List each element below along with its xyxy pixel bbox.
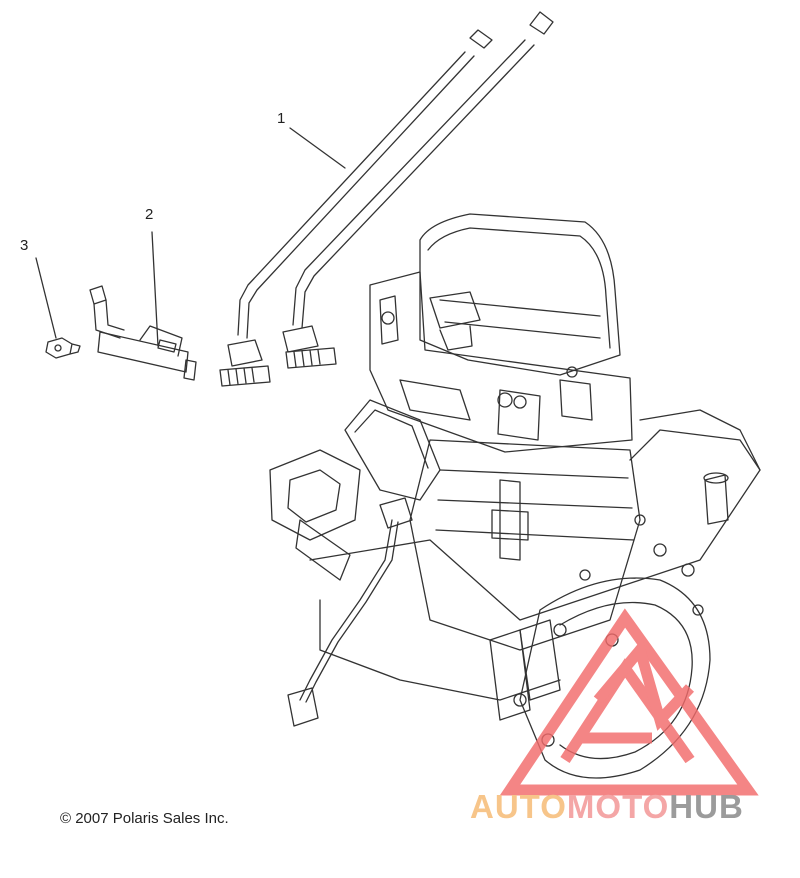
engine-assembly (269, 213, 761, 779)
automotohub-watermark: AUTOMOTOHUB (470, 788, 744, 826)
part-1-injector-harness (219, 11, 554, 387)
leader-line-2 (151, 231, 159, 347)
watermark-part-auto: AUTO (470, 788, 567, 825)
copyright-notice: © 2007 Polaris Sales Inc. (60, 810, 229, 827)
leader-line-3 (35, 257, 57, 339)
watermark-part-hub: HUB (669, 788, 744, 825)
leader-line-1 (289, 127, 346, 169)
callout-1: 1 (277, 110, 286, 127)
watermark-part-moto: MOTO (566, 788, 670, 825)
callout-3: 3 (20, 237, 29, 254)
callout-2: 2 (145, 206, 154, 223)
automotohub-logo-icon (499, 608, 759, 796)
part-3-bolt (45, 337, 81, 359)
part-2-fuel-rail (89, 285, 197, 381)
